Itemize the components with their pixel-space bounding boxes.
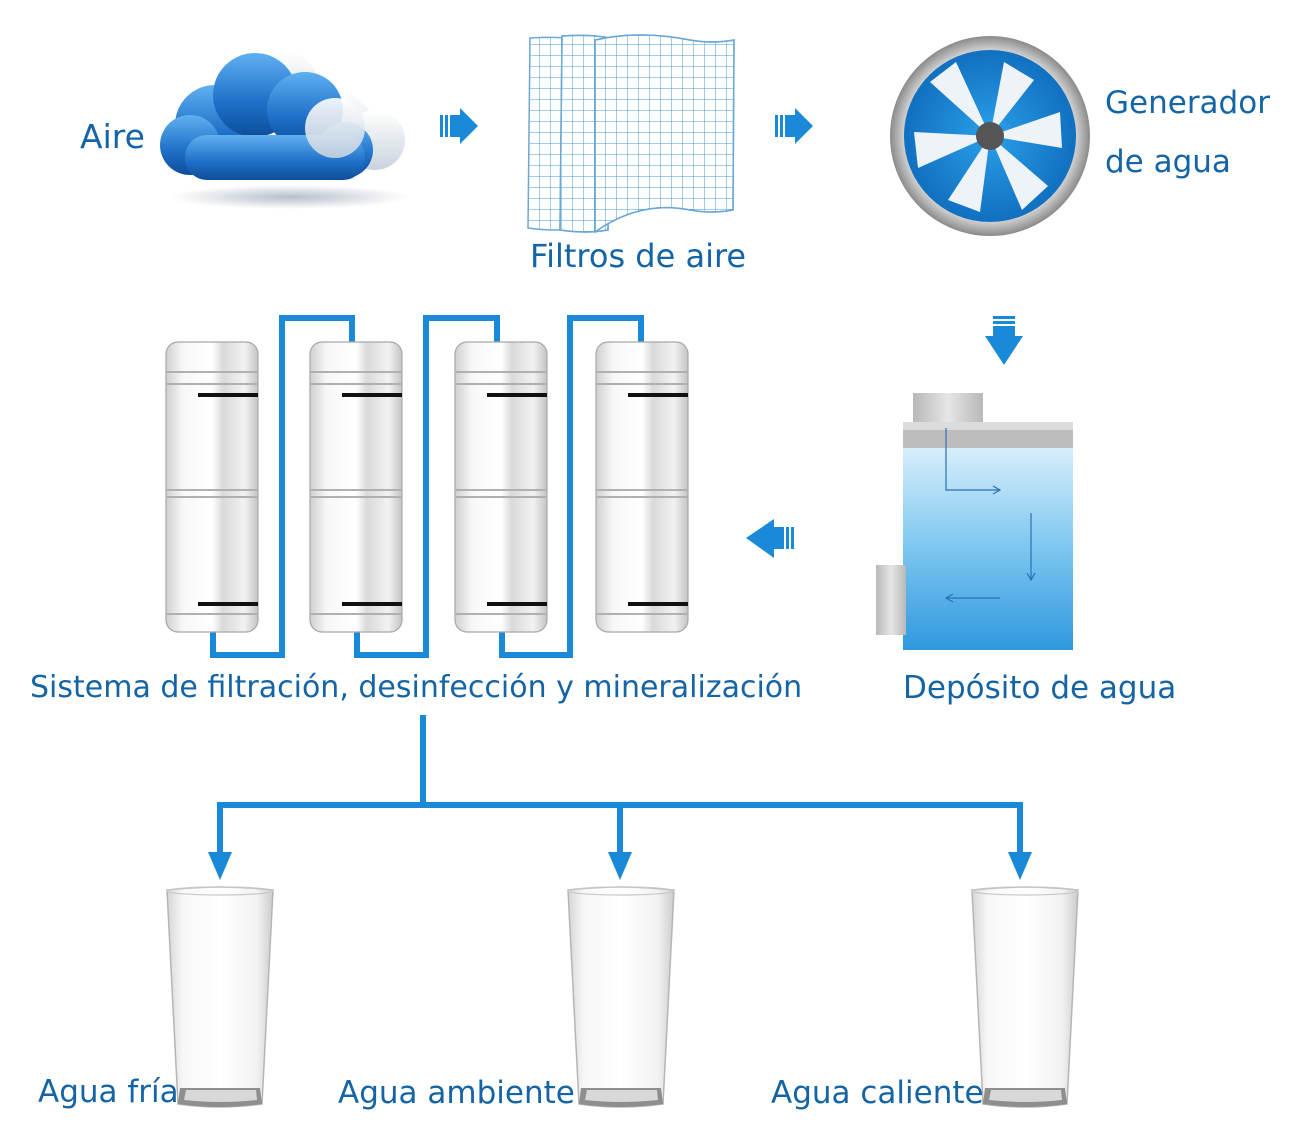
arrow-down-icon xyxy=(1008,852,1032,880)
air-filter-mesh-icon xyxy=(527,34,735,234)
filter-cartridge-icon xyxy=(165,341,259,633)
glass-icon xyxy=(971,886,1079,1108)
filter-cartridge-icon xyxy=(595,341,689,633)
distribution-pipes xyxy=(208,715,1032,880)
glass-icon xyxy=(567,886,675,1108)
label-generador-line2: de agua xyxy=(1105,144,1231,180)
label-generador-line1: Generador xyxy=(1105,85,1270,121)
label-agua-fria: Agua fría xyxy=(38,1074,179,1110)
water-tank-icon xyxy=(876,393,1073,650)
arrow-right-icon xyxy=(440,108,478,144)
arrow-down-icon xyxy=(208,852,232,880)
glass-icon xyxy=(166,886,274,1108)
label-deposito: Depósito de agua xyxy=(903,670,1177,706)
connecting-pipes xyxy=(210,315,644,658)
arrow-down-icon xyxy=(985,316,1023,365)
fan-icon xyxy=(890,36,1090,236)
arrow-left-icon xyxy=(746,519,794,558)
label-agua-ambiente: Agua ambiente xyxy=(338,1075,575,1111)
label-filtros: Filtros de aire xyxy=(530,237,747,275)
cloud-icon xyxy=(160,50,410,209)
filter-cartridge-icon xyxy=(309,341,403,633)
label-agua-caliente: Agua caliente xyxy=(771,1075,984,1111)
label-sistema: Sistema de filtración, desinfección y mi… xyxy=(30,670,803,705)
arrow-right-icon xyxy=(775,108,813,144)
arrow-down-icon xyxy=(608,852,632,880)
filter-cartridges xyxy=(165,341,689,633)
filter-cartridge-icon xyxy=(454,341,548,633)
label-aire: Aire xyxy=(80,117,145,156)
